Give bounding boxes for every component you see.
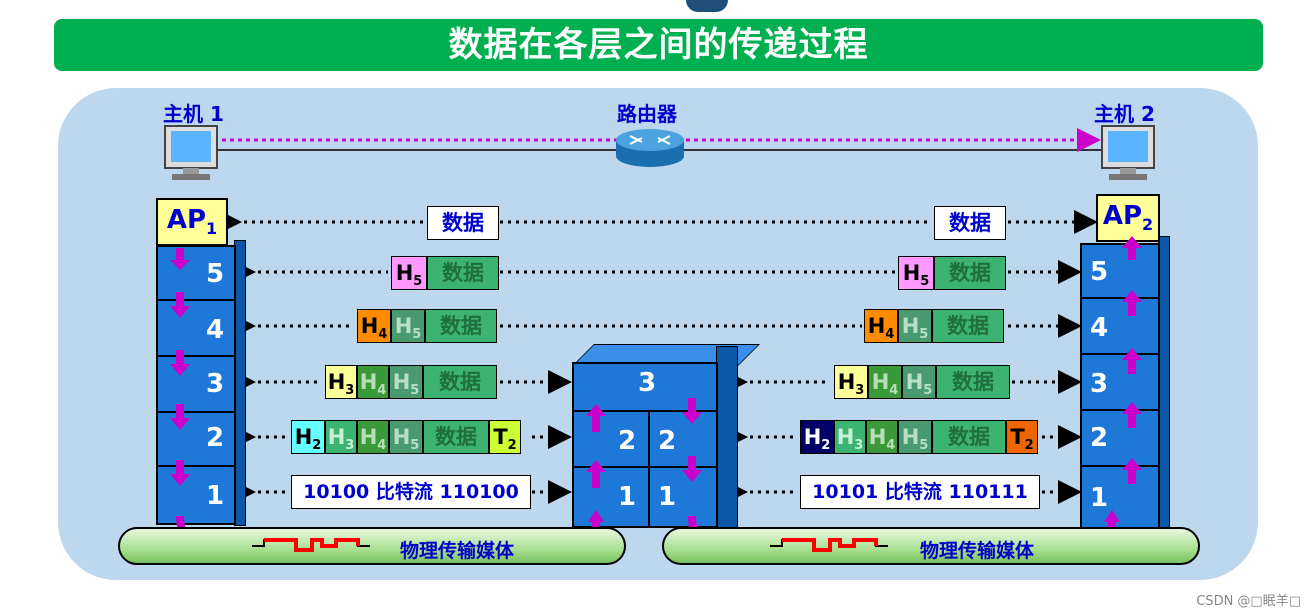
medium-tube-left — [118, 527, 626, 565]
stack1-layer2: 2 — [156, 411, 236, 467]
logo-fragment — [686, 0, 728, 12]
stack2-layer1: 1 — [1080, 465, 1160, 529]
stack2-layer5: 5 — [1080, 243, 1160, 299]
medium-label-left: 物理传输媒体 — [400, 540, 515, 562]
router-layer1-left: 1 — [572, 466, 650, 528]
stack1-layer5: 5 — [156, 245, 236, 301]
host1-label: 主机 1 — [163, 102, 224, 126]
pdu-l4-left: H4 H5 数据 — [357, 309, 497, 343]
medium-label-right: 物理传输媒体 — [920, 540, 1035, 562]
router-layer1-right: 1 — [648, 466, 718, 528]
router-layer2-left: 2 — [572, 410, 650, 468]
pdu-l5-left: H5 数据 — [391, 256, 499, 290]
ap-data-right: 数据 — [934, 206, 1006, 240]
host2-label: 主机 2 — [1094, 102, 1155, 126]
page-title: 数据在各层之间的传递过程 — [54, 19, 1263, 71]
watermark: CSDN @□眠羊□ — [1196, 594, 1301, 609]
frame-l2-right: H2 H3 H4 H5 数据 T2 — [800, 420, 1038, 454]
stack2-layer4: 4 — [1080, 297, 1160, 355]
ap-data-left: 数据 — [427, 206, 499, 240]
pdu-l5-right: H5 数据 — [898, 256, 1006, 290]
medium-tube-right — [662, 527, 1200, 565]
bitstream-right: 10101 比特流 110111 — [800, 475, 1040, 509]
stack1-layer1: 1 — [156, 465, 236, 525]
pdu-l3-right: H3 H4 H5 数据 — [834, 365, 1010, 399]
ap2-box: AP2 — [1096, 194, 1160, 242]
router-label: 路由器 — [617, 102, 677, 126]
frame-l2-left: H2 H3 H4 H5 数据 T2 — [291, 420, 521, 454]
ap1-box: AP1 — [156, 198, 228, 246]
pdu-l3-left: H3 H4 H5 数据 — [325, 365, 497, 399]
stack2-layer2: 2 — [1080, 409, 1160, 467]
bitstream-left: 10100 比特流 110100 — [291, 475, 531, 509]
pdu-l4-right: H4 H5 数据 — [864, 309, 1004, 343]
